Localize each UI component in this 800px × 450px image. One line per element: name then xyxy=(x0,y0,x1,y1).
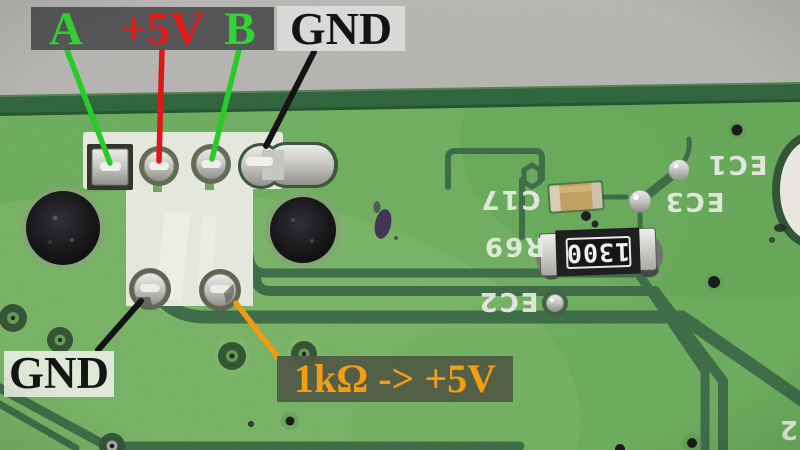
vignette xyxy=(0,0,800,450)
annotated-pcb-photo: 1300 C17 R69 EC2 EC3 EC1 2 A +5V xyxy=(0,0,800,450)
pcb-photo-canvas: 1300 C17 R69 EC2 EC3 EC1 2 A +5V xyxy=(0,0,800,450)
